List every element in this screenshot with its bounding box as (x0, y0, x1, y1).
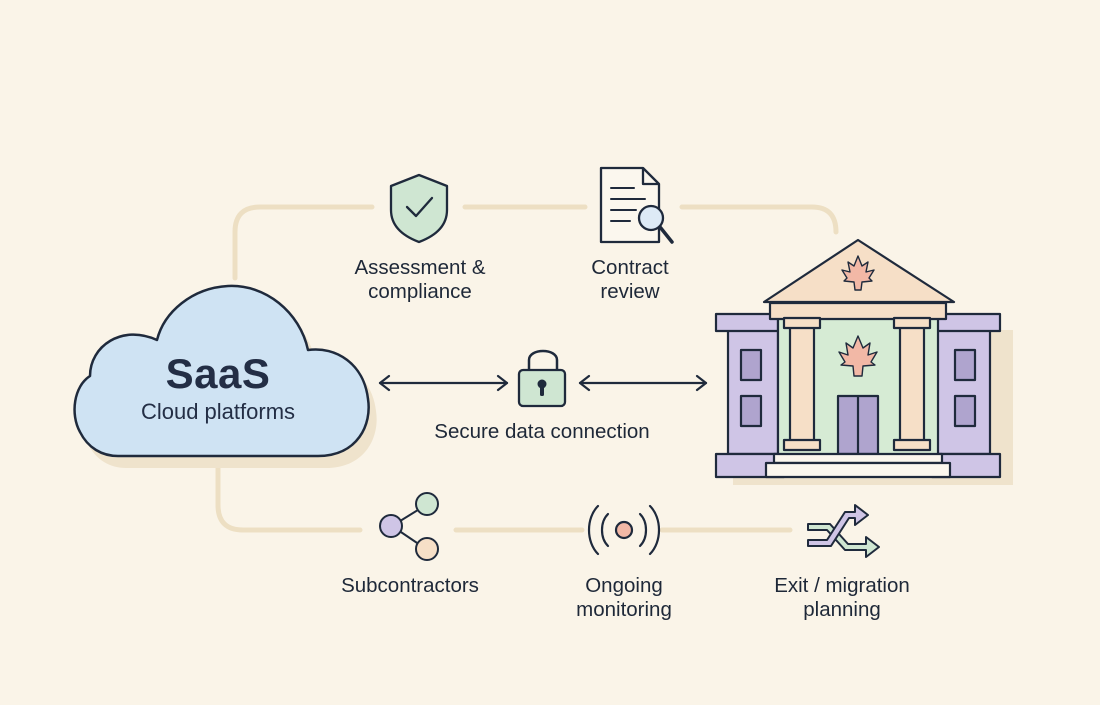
contract-label: Contract review (560, 256, 700, 304)
subcontractors-label: Subcontractors (320, 574, 500, 598)
monitoring-label-line2: monitoring (576, 598, 672, 621)
contract-label-line2: review (600, 280, 660, 303)
assessment-label-line2: compliance (368, 280, 472, 303)
secure-connection-text: Secure data connection (434, 420, 650, 443)
connector-lines (215, 204, 839, 533)
exit-label-line1: Exit / migration (774, 574, 910, 597)
bottom-connector (215, 465, 793, 533)
document-search-icon (599, 166, 674, 244)
contract-label-line1: Contract (591, 256, 669, 279)
right-double-arrow (578, 374, 708, 392)
exit-label-line2: planning (803, 598, 881, 621)
cloud-icon (73, 284, 377, 468)
monitoring-label: Ongoing monitoring (554, 574, 694, 622)
assessment-label-line1: Assessment & (354, 256, 486, 279)
cloud-subtitle: Cloud platforms (140, 399, 296, 424)
assessment-label: Assessment & compliance (330, 256, 510, 304)
shield-check-icon (389, 173, 449, 244)
signal-icon (587, 504, 661, 556)
migration-arrows-icon (807, 504, 880, 558)
lock-icon (517, 349, 567, 408)
exit-label: Exit / migration planning (752, 574, 932, 622)
cloud-title: SaaS (165, 350, 271, 397)
monitoring-label-line1: Ongoing (585, 574, 663, 597)
share-nodes-icon (379, 492, 439, 561)
maple-leaf-icon (838, 255, 878, 377)
top-connector (232, 204, 839, 281)
secure-connection-label: Secure data connection (402, 420, 682, 444)
subcontractors-text: Subcontractors (341, 574, 479, 597)
left-double-arrow (378, 374, 509, 392)
